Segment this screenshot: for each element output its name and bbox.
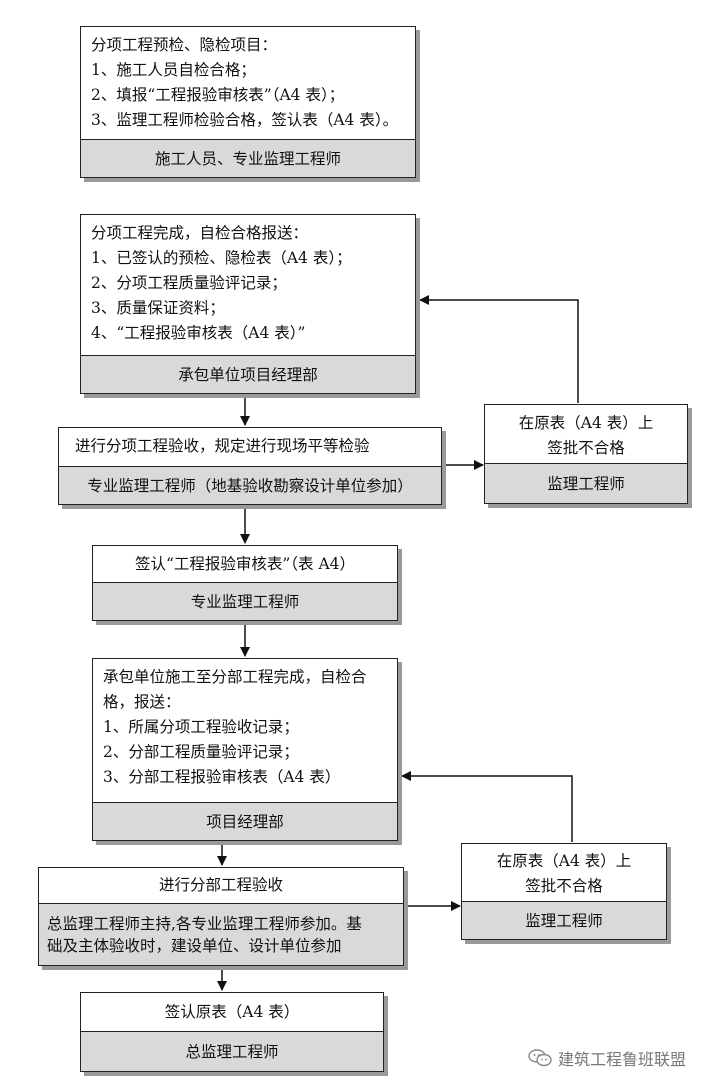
node-sign-original: 签认原表（A4 表） 总监理工程师	[80, 992, 384, 1072]
node-line: 签认“工程报验审核表”（表 A4）	[134, 555, 356, 573]
node-line: 2、分部工程质量验评记录；	[103, 743, 299, 761]
node-line: 分项工程预检、隐检项目：	[91, 36, 278, 54]
node-line: 承包单位施工至分部工程完成，自检合	[103, 668, 367, 686]
watermark-text: 建筑工程鲁班联盟	[558, 1050, 687, 1069]
node-role-line: 总监理工程师主持,各专业监理工程师参加。基	[47, 914, 362, 933]
node-line: 3、分部工程报验审核表（A4 表）	[103, 768, 341, 786]
watermark: 建筑工程鲁班联盟	[528, 1046, 686, 1070]
node-line: 签认原表（A4 表）	[164, 1003, 300, 1021]
node-line: 进行分部工程验收	[158, 876, 283, 894]
node-role: 项目经理部	[93, 802, 397, 840]
node-subitem-acceptance: 进行分项工程验收，规定进行现场平等检验 专业监理工程师（地基验收勘察设计单位参加…	[58, 427, 442, 505]
node-reject-division: 在原表（A4 表）上 签批不合格 监理工程师	[461, 843, 667, 940]
node-role: 承包单位项目经理部	[81, 355, 415, 393]
node-preinspection: 分项工程预检、隐检项目： 1、施工人员自检合格； 2、填报“工程报验审核表”（A…	[80, 26, 416, 178]
node-line: 1、所属分项工程验收记录；	[103, 718, 299, 736]
node-line: 进行分项工程验收，规定进行现场平等检验	[75, 437, 370, 455]
arrow-n8-to-n6	[401, 771, 573, 842]
node-line: 在原表（A4 表）上	[518, 414, 654, 432]
node-subitem-submission: 分项工程完成，自检合格报送： 1、已签认的预检、隐检表（A4 表）； 2、分项工…	[80, 214, 416, 394]
node-division-submission: 承包单位施工至分部工程完成，自检合 格，报送： 1、所属分项工程验收记录； 2、…	[92, 658, 398, 841]
node-line: 2、填报“工程报验审核表”（A4 表）；	[91, 86, 345, 104]
node-division-acceptance: 进行分部工程验收 总监理工程师主持,各专业监理工程师参加。基 础及主体验收时，建…	[38, 867, 404, 966]
node-role: 施工人员、专业监理工程师	[81, 139, 415, 177]
node-role: 监理工程师	[462, 901, 666, 939]
node-line: 1、施工人员自检合格；	[91, 61, 256, 79]
node-line: 1、已签认的预检、隐检表（A4 表）；	[91, 249, 352, 267]
node-reject-subitem: 在原表（A4 表）上 签批不合格 监理工程师	[484, 404, 688, 504]
node-line: 在原表（A4 表）上	[496, 852, 632, 870]
arrow-n4-to-n2	[419, 295, 579, 403]
node-role: 专业监理工程师（地基验收勘察设计单位参加）	[59, 466, 441, 504]
node-line: 3、监理工程师检验合格，签认表（A4 表）。	[91, 111, 399, 129]
node-role-line: 础及主体验收时，建设单位、设计单位参加	[47, 936, 342, 955]
node-sign-report: 签认“工程报验审核表”（表 A4） 专业监理工程师	[92, 545, 398, 621]
node-line: 2、分项工程质量验评记录；	[91, 274, 287, 292]
node-line: 签批不合格	[547, 439, 625, 457]
node-role: 专业监理工程师	[93, 582, 397, 620]
node-line: 4、“工程报验审核表（A4 表）”	[91, 324, 306, 342]
node-line: 签批不合格	[525, 877, 603, 895]
node-role: 总监理工程师主持,各专业监理工程师参加。基 础及主体验收时，建设单位、设计单位参…	[39, 903, 403, 965]
node-role: 总监理工程师	[81, 1031, 383, 1071]
wechat-icon	[528, 1049, 552, 1067]
node-role: 监理工程师	[485, 463, 687, 503]
node-line: 3、质量保证资料；	[91, 299, 225, 317]
node-line: 格，报送：	[103, 693, 181, 711]
node-line: 分项工程完成，自检合格报送：	[91, 224, 309, 242]
